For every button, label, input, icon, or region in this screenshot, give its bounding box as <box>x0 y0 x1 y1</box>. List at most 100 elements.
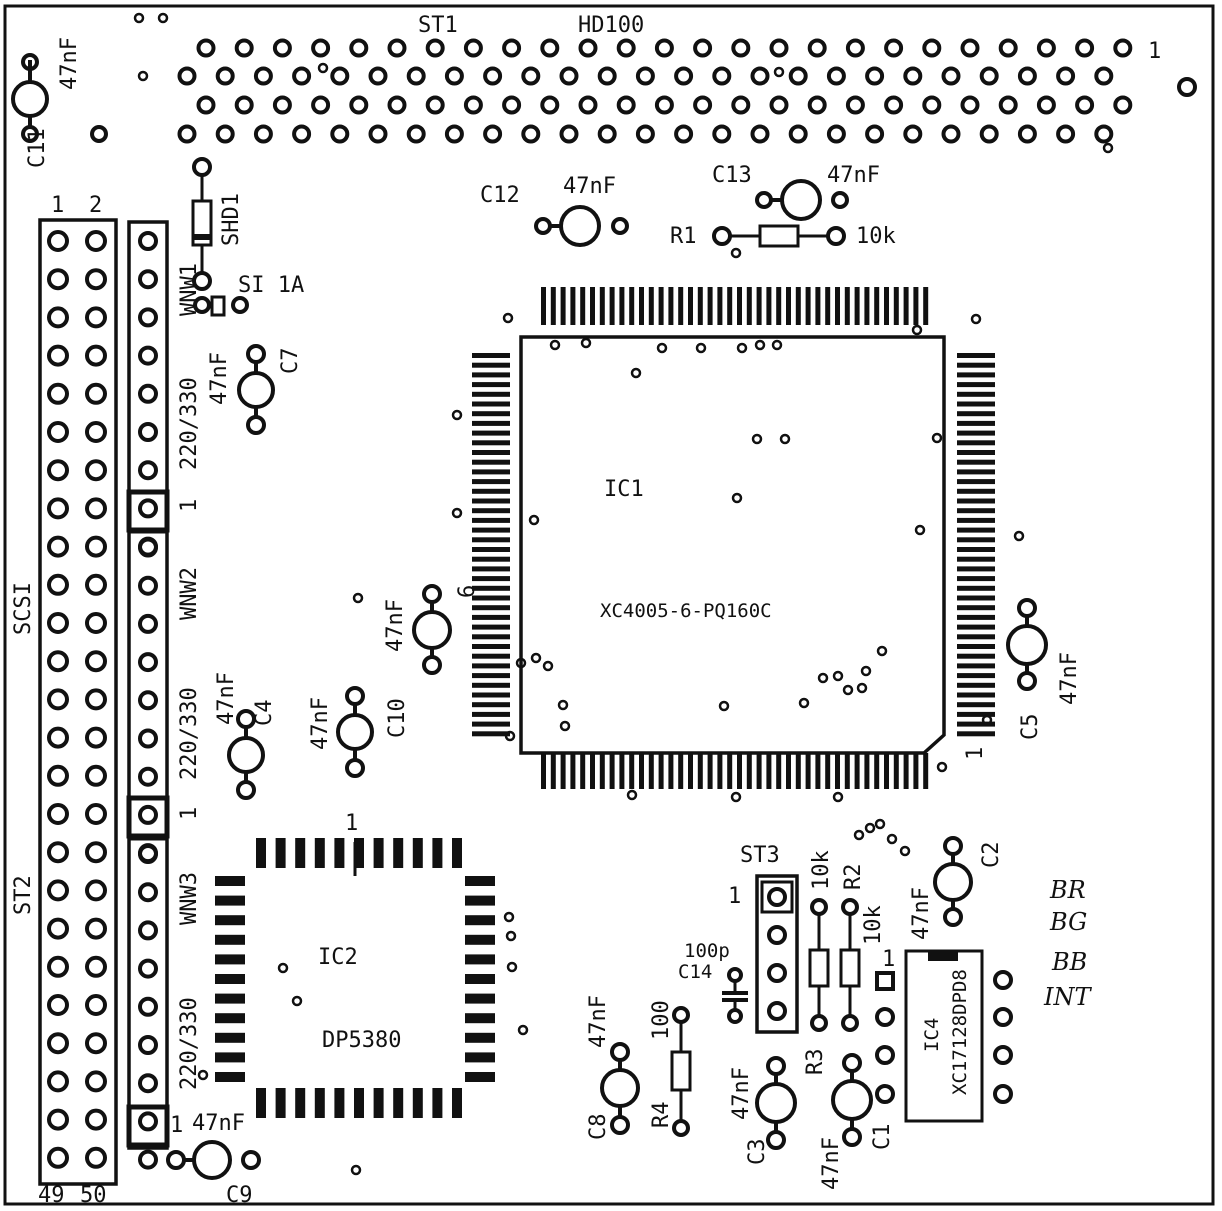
ic1-lead <box>957 440 995 446</box>
hd100-pin <box>884 95 904 115</box>
ic2-lead <box>412 838 423 868</box>
ic1-lead <box>903 287 909 325</box>
ic1-lead <box>844 287 850 325</box>
wnw-pin <box>138 882 158 903</box>
ic1-lead <box>795 287 801 325</box>
via <box>718 700 730 712</box>
header-st3 <box>755 874 799 1034</box>
via <box>630 367 642 379</box>
hd100-pin <box>272 95 292 115</box>
hd100-pin <box>521 124 541 144</box>
ic1-lead <box>957 663 995 669</box>
via <box>291 995 303 1007</box>
ic2-lead <box>432 838 443 868</box>
ic2-lead <box>432 1088 443 1118</box>
scsi-pin <box>47 1032 69 1055</box>
ic1-lead <box>893 287 899 325</box>
scsi-pin1-label: 1 <box>51 193 64 218</box>
ic2-lead <box>215 934 245 945</box>
scsi-pin <box>47 344 69 367</box>
ic1-lead <box>472 731 510 737</box>
ic1-lead <box>472 585 510 591</box>
ic2-lead <box>393 1088 404 1118</box>
ic1-lead <box>472 517 510 523</box>
capacitor-c5 <box>1006 598 1048 691</box>
scsi-pin <box>47 879 69 902</box>
wnw-pin <box>138 498 158 519</box>
ic1-lead <box>957 634 995 640</box>
ic1-lead <box>472 498 510 504</box>
ic2-lead <box>465 895 495 906</box>
ic1-lead <box>472 430 510 436</box>
ic1-lead <box>472 624 510 630</box>
note-br: BR <box>1049 876 1086 904</box>
ic1-lead <box>957 702 995 708</box>
note-bb: BB <box>1051 948 1087 976</box>
c11-label: C11 <box>25 128 50 168</box>
scsi-pin <box>85 421 107 443</box>
ic2-lead <box>215 1013 245 1024</box>
c2-value: 47nF <box>909 887 934 940</box>
ic2-lead <box>465 876 495 886</box>
ic1-lead <box>923 753 929 789</box>
ic1-lead <box>835 753 840 789</box>
ic1-lead <box>707 287 713 325</box>
scsi-pin <box>85 535 107 558</box>
c3-value: 47nF <box>729 1067 754 1120</box>
hd100-pin <box>521 66 541 86</box>
ic1-lead <box>766 753 772 789</box>
hd100-pin <box>559 66 579 86</box>
ic1-lead <box>472 411 510 417</box>
ic1-lead <box>766 287 772 325</box>
via <box>731 492 743 504</box>
ic1-pin1: 1 <box>963 747 988 760</box>
capacitor-c11 <box>11 53 108 143</box>
ic2-lead <box>215 993 245 1004</box>
scsi-pin49-label: 49 <box>38 1183 65 1208</box>
scsi-pin <box>47 1146 69 1169</box>
wnw-pin <box>138 613 158 634</box>
hd100-pin <box>177 124 197 144</box>
via <box>730 791 742 803</box>
ic1-lead <box>472 673 510 679</box>
ic1-lead <box>472 420 510 426</box>
wnw-pin <box>138 383 158 404</box>
scsi-pin <box>47 382 69 405</box>
ic2-lead <box>215 974 245 984</box>
ic2-lead <box>354 1088 364 1118</box>
ic2-lead <box>465 915 495 926</box>
ic1-lead <box>913 753 919 789</box>
hd100-pin <box>292 124 312 144</box>
wnw-pin <box>138 728 158 749</box>
scsi-pin <box>85 573 107 596</box>
hd100-pin <box>387 95 407 115</box>
ic1-lead <box>629 287 635 325</box>
hd100-pin <box>1056 66 1076 86</box>
st3-pin1: 1 <box>728 884 741 909</box>
hd100-pin <box>616 95 636 115</box>
hd100-pin <box>769 38 789 58</box>
ic1-lead <box>884 753 889 789</box>
ic1-lead <box>815 753 821 789</box>
wnw-pin <box>138 1149 158 1170</box>
hd100-pin <box>769 95 789 115</box>
hd100-pin <box>712 124 732 144</box>
ic1-lead <box>472 644 510 649</box>
c4-value: 47nF <box>214 672 239 725</box>
via <box>853 829 865 841</box>
ic1-lead <box>854 753 860 789</box>
hd100-pin <box>1094 66 1114 86</box>
wnw-pin <box>138 1035 158 1055</box>
via <box>451 507 463 519</box>
capacitor-c13 <box>755 179 849 221</box>
wnw-pin <box>138 958 158 979</box>
ic1-lead <box>472 711 510 717</box>
ic1-lead <box>957 430 995 436</box>
hd100-label: HD100 <box>578 13 644 38</box>
scsi-pin <box>85 688 107 711</box>
ic1-lead <box>854 287 860 325</box>
hd100-pin <box>368 124 388 144</box>
scsi-pin <box>85 459 107 482</box>
c9-label: C9 <box>226 1183 253 1208</box>
